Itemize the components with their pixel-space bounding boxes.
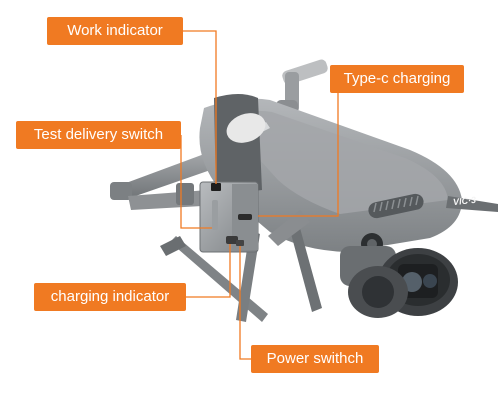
power-switch-knob	[236, 240, 244, 246]
callout-typec-charging: Type-c charging	[330, 65, 464, 93]
leader-charging-indicator	[186, 244, 231, 298]
leader-lines	[180, 30, 339, 360]
vent-grill	[368, 193, 424, 219]
charging-indicator-led	[226, 236, 238, 244]
right-front-arm	[446, 196, 498, 212]
leader-test-delivery-switch	[180, 135, 212, 229]
leader-power-switch	[239, 246, 251, 360]
callout-test-delivery-switch: Test delivery switch	[16, 121, 181, 149]
landing-gear	[160, 210, 322, 322]
delivery-device	[199, 94, 266, 253]
callout-charging-indicator: charging indicator	[34, 283, 186, 311]
typec-port	[238, 214, 252, 220]
leader-work-indicator	[183, 30, 217, 184]
callout-power-switch: Power swithch	[251, 345, 379, 373]
left-arm-upper	[110, 150, 222, 200]
callout-work-indicator: Work indicator	[47, 17, 183, 45]
gimbal-camera	[340, 246, 458, 318]
work-indicator-led	[211, 183, 221, 191]
